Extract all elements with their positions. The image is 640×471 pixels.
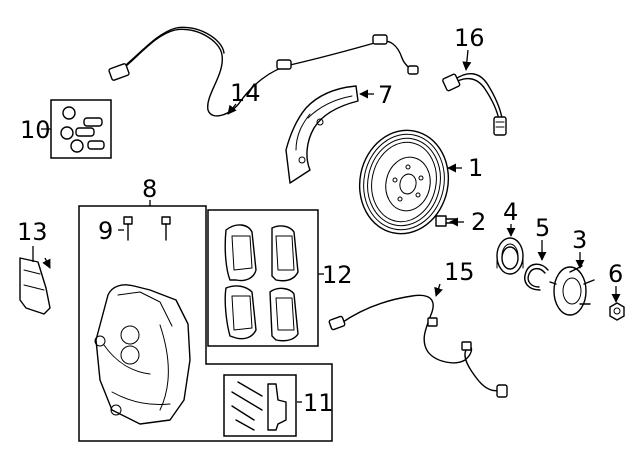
box-11-pad-kit	[223, 374, 297, 437]
leader-lines	[32, 49, 621, 403]
pad-kit-pins	[231, 381, 287, 431]
hub-nut	[609, 302, 625, 321]
box-8-caliper-assembly	[78, 205, 333, 442]
callout-6: 6	[608, 260, 623, 288]
caliper-hardware	[60, 106, 105, 153]
brake-hose	[442, 73, 507, 136]
callout-14: 14	[230, 79, 261, 107]
callout-3: 3	[572, 226, 587, 254]
callout-12: 12	[322, 261, 353, 289]
brake-pads	[224, 224, 299, 342]
pad-wear-indicator	[19, 257, 51, 315]
brake-rotor	[358, 129, 450, 235]
abs-sensor-wire-lower	[328, 294, 508, 398]
callout-5: 5	[535, 214, 550, 242]
box-12-pads	[207, 209, 319, 347]
callout-11: 11	[303, 389, 334, 417]
callout-1: 1	[468, 154, 483, 182]
brake-caliper	[94, 284, 191, 425]
callout-7: 7	[378, 81, 393, 109]
snap-ring	[524, 263, 549, 291]
abs-sensor-wire-upper	[108, 26, 419, 117]
rotor-screw	[435, 215, 457, 227]
callout-8: 8	[142, 175, 157, 203]
wheel-bearing	[496, 237, 524, 275]
callout-4: 4	[503, 198, 518, 226]
callout-9: 9	[98, 217, 113, 245]
callout-13: 13	[17, 218, 48, 246]
callout-10: 10	[20, 116, 51, 144]
callout-16: 16	[454, 24, 485, 52]
wheel-hub	[549, 265, 595, 316]
splash-shield	[285, 85, 359, 184]
callout-15: 15	[444, 258, 475, 286]
callout-2: 2	[471, 208, 486, 236]
caliper-bolts	[123, 216, 171, 241]
